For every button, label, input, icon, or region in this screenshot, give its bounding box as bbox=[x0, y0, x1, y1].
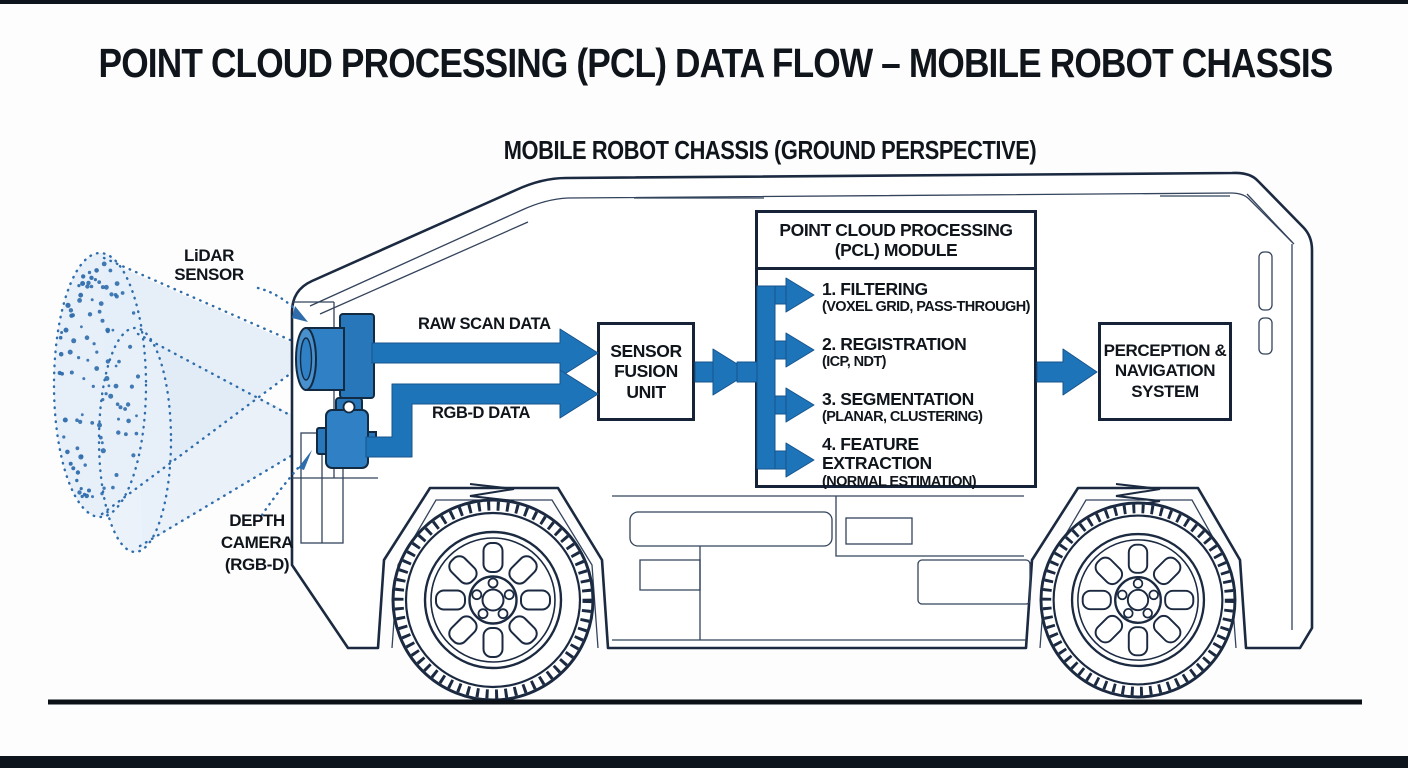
pcl-step-filtering: 1. FILTERING (VOXEL GRID, PASS-THROUGH) bbox=[822, 278, 1030, 315]
depth-pointer-arrowhead bbox=[298, 450, 312, 470]
top-edge-bar bbox=[0, 0, 1408, 4]
pcl-steps: 1. FILTERING (VOXEL GRID, PASS-THROUGH) … bbox=[758, 270, 1034, 491]
pcl-step-registration: 2. REGISTRATION (ICP, NDT) bbox=[822, 333, 967, 370]
lidar-sensor-label: LiDAR SENSOR bbox=[174, 246, 244, 285]
chassis-subtitle: MOBILE ROBOT CHASSIS (GROUND PERSPECTIVE… bbox=[503, 135, 1037, 165]
rgbd-data-label: RGB-D DATA bbox=[432, 404, 531, 422]
pcl-module-box: POINT CLOUD PROCESSING (PCL) MODULE 1. F… bbox=[755, 210, 1037, 491]
front-wheel bbox=[393, 500, 593, 700]
sensor-fusion-unit-box: SENSOR FUSION UNIT bbox=[597, 322, 695, 421]
pcl-step-segmentation: 3. SEGMENTATION (PLANAR, CLUSTERING) bbox=[822, 388, 983, 425]
pcl-step-feature-extraction: 4. FEATURE EXTRACTION (NORMAL ESTIMATION… bbox=[822, 434, 977, 490]
depth-camera-label: DEPTH CAMERA (RGB-D) bbox=[220, 511, 294, 575]
page-title: POINT CLOUD PROCESSING (PCL) DATA FLOW –… bbox=[98, 40, 1334, 86]
pcl-module-header: POINT CLOUD PROCESSING (PCL) MODULE bbox=[758, 213, 1034, 270]
cone-outlines bbox=[52, 251, 318, 554]
lidar-pointer-arrowhead bbox=[292, 306, 308, 322]
rear-wheel bbox=[1041, 503, 1235, 697]
perception-navigation-box: PERCEPTION & NAVIGATION SYSTEM bbox=[1098, 322, 1232, 421]
bottom-edge-bar bbox=[0, 756, 1408, 768]
raw-scan-data-label: RAW SCAN DATA bbox=[418, 315, 551, 333]
label-connectors bbox=[256, 286, 312, 517]
